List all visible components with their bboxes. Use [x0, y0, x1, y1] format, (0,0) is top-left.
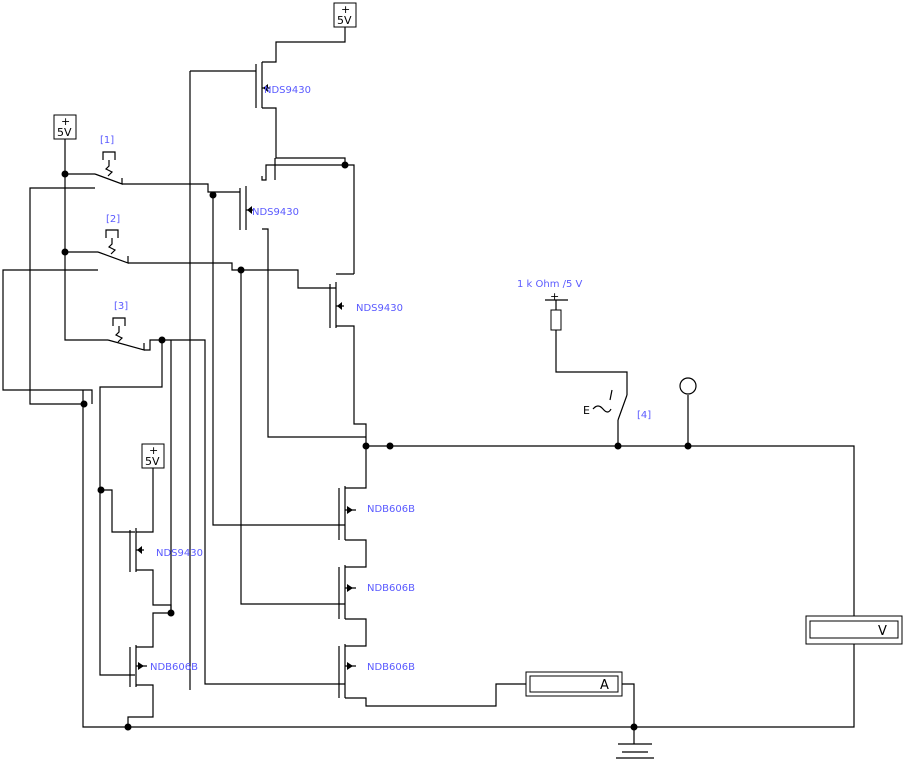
- wires: [2, 27, 855, 744]
- transistor-label: NDB606B: [150, 662, 198, 673]
- supply-label: 5V: [57, 126, 72, 139]
- switch-4[interactable]: E [4]: [583, 389, 651, 421]
- pmos-transistor-3[interactable]: NDS9430: [329, 282, 403, 328]
- switch-label: [1]: [100, 135, 114, 146]
- switch-key-label: E: [583, 404, 590, 417]
- transistor-label: NDS9430: [264, 85, 311, 96]
- transistor-label: NDS9430: [252, 207, 299, 218]
- nmos-transistor-2[interactable]: NDB606B: [338, 565, 415, 619]
- nmos-transistor-1[interactable]: NDB606B: [338, 486, 415, 540]
- supply-plus-sign: +: [149, 444, 158, 457]
- supply-plus-sign: +: [341, 3, 350, 16]
- load-plus-sign: +: [550, 290, 559, 303]
- switch-3[interactable]: [3]: [107, 301, 145, 351]
- nmos-transistor-4[interactable]: NDB606B: [129, 645, 198, 687]
- junctions: [61, 161, 692, 731]
- voltmeter[interactable]: V: [805, 615, 903, 645]
- transistor-label: NDS9430: [356, 303, 403, 314]
- transistor-label: NDB606B: [367, 662, 415, 673]
- nmos-transistor-3[interactable]: NDB606B: [338, 644, 415, 698]
- pmos-transistor-4[interactable]: NDS9430: [129, 528, 203, 572]
- pmos-transistor-2[interactable]: NDS9430: [239, 186, 299, 230]
- switch-2[interactable]: [2]: [97, 214, 129, 264]
- voltmeter-label: V: [878, 624, 887, 639]
- supply-plus-sign: +: [61, 115, 70, 128]
- switch-1[interactable]: [1]: [94, 135, 123, 185]
- switch-label: [4]: [637, 410, 651, 421]
- supply-5v-left[interactable]: + 5V: [53, 114, 77, 140]
- transistor-label: NDB606B: [367, 583, 415, 594]
- supply-5v-top[interactable]: + 5V: [333, 2, 357, 28]
- supply-label: 5V: [145, 455, 160, 468]
- switch-label: [3]: [114, 301, 128, 312]
- output-probe[interactable]: [679, 377, 697, 395]
- load-label: 1 k Ohm /5 V: [517, 279, 583, 290]
- supply-label: 5V: [337, 14, 352, 27]
- ammeter-label: A: [600, 678, 609, 693]
- supply-5v-bottom[interactable]: + 5V: [141, 443, 165, 469]
- switch-label: [2]: [106, 214, 120, 225]
- transistor-label: NDB606B: [367, 504, 415, 515]
- pmos-transistor-1[interactable]: NDS9430: [255, 62, 311, 108]
- ground-symbol: [616, 743, 654, 759]
- load-resistor[interactable]: 1 k Ohm /5 V +: [517, 279, 583, 331]
- transistor-label: NDS9430: [156, 548, 203, 559]
- ammeter[interactable]: A: [525, 671, 623, 697]
